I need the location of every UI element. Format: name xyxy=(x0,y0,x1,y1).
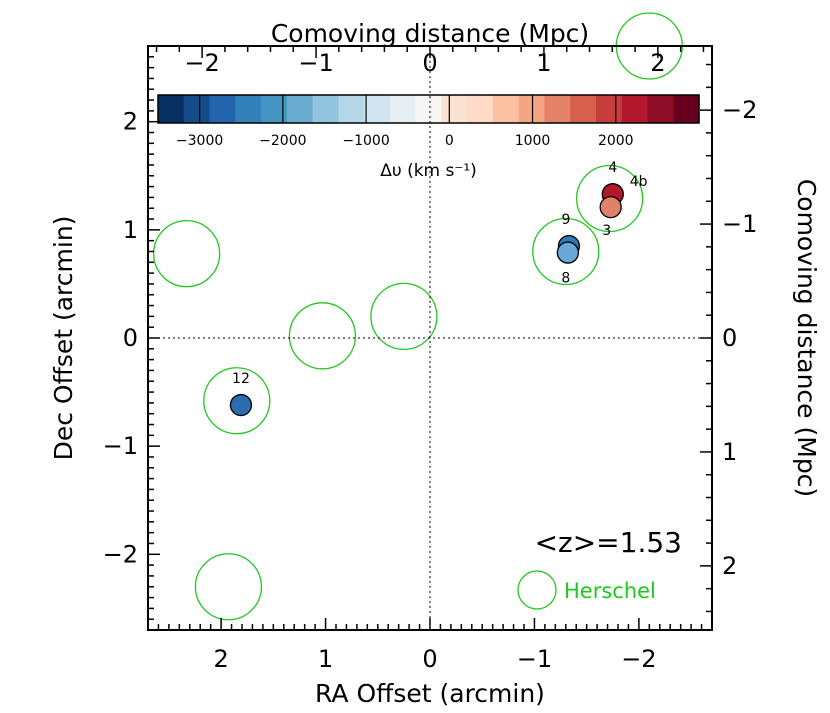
colorbar: −3000 −2000 −1000 0 1000 2000 Δυ (km s⁻¹) xyxy=(157,94,700,181)
colorbar-cell xyxy=(544,95,571,123)
top-tick-label: 0 xyxy=(422,49,437,77)
colorbar-tick-label: 1000 xyxy=(515,133,551,149)
colorbar-tick-label: 0 xyxy=(445,133,454,149)
source-label-12: 12 xyxy=(232,371,250,387)
y-tick-label: −1 xyxy=(103,432,138,460)
herschel-circles xyxy=(152,12,683,621)
top-tick-label: 1 xyxy=(536,49,551,77)
x-tick-label: 2 xyxy=(213,645,228,673)
x-axis-title: RA Offset (arcmin) xyxy=(315,679,545,708)
x-tick-label: 1 xyxy=(318,645,333,673)
y-tick-label: 2 xyxy=(123,108,138,136)
source-marker-12 xyxy=(229,393,253,417)
colorbar-cell xyxy=(415,95,442,123)
colorbar-label: Δυ (km s⁻¹) xyxy=(380,161,477,181)
x-tick-label: 0 xyxy=(422,645,437,673)
colorbar-cell xyxy=(183,95,211,123)
herschel-circle xyxy=(532,217,600,286)
herschel-circle xyxy=(194,553,263,621)
source-label-4: 4 xyxy=(608,160,617,176)
colorbar-cell xyxy=(441,95,468,123)
source-marker-8 xyxy=(556,241,580,264)
y-tick-label: 1 xyxy=(123,216,138,244)
x-tick-label: −1 xyxy=(517,645,552,673)
colorbar-tick-label: −2000 xyxy=(259,133,306,149)
sources: 4 4b 3 9 8 12 xyxy=(229,160,648,417)
herschel-circle xyxy=(288,302,357,370)
colorbar-cell xyxy=(286,95,314,123)
right-tick-label: 2 xyxy=(722,552,737,580)
colorbar-cell xyxy=(312,95,339,123)
right-tick-label: −1 xyxy=(722,210,757,238)
colorbar-cell xyxy=(492,95,520,123)
colorbar-tick-label: −1000 xyxy=(342,133,389,149)
top-axis-title: Comoving distance (Mpc) xyxy=(271,19,589,48)
colorbar-cell xyxy=(261,95,288,123)
source-label-8: 8 xyxy=(561,271,570,287)
legend: Herschel xyxy=(517,570,656,610)
colorbar-tick-label: −3000 xyxy=(176,133,223,149)
right-tick-label: 1 xyxy=(722,438,737,466)
colorbar-frame xyxy=(157,94,700,124)
y-tick-label: 0 xyxy=(123,324,138,352)
herschel-circle xyxy=(152,219,221,288)
colorbar-cell xyxy=(595,95,623,123)
colorbar-cell xyxy=(570,95,597,123)
right-tick-label: −2 xyxy=(722,96,757,124)
source-label-4b: 4b xyxy=(630,174,648,190)
legend-label-herschel: Herschel xyxy=(564,579,656,603)
colorbar-cell xyxy=(364,95,391,123)
colorbar-cell xyxy=(621,95,649,123)
colorbar-cell xyxy=(518,95,546,123)
source-label-3: 3 xyxy=(602,223,611,239)
top-tick-label: −2 xyxy=(184,49,219,77)
y-tick-label: −2 xyxy=(103,540,138,568)
redshift-annotation: <z>=1.53 xyxy=(535,526,682,559)
top-tick-label: −1 xyxy=(298,49,333,77)
colorbar-cell xyxy=(673,95,700,123)
y-axis-title: Dec Offset (arcmin) xyxy=(49,216,78,461)
zero-lines xyxy=(148,46,712,630)
herschel-circle xyxy=(370,282,438,351)
top-tick-label: 2 xyxy=(650,49,665,77)
colorbar-cell xyxy=(338,95,365,123)
colorbar-tick-label: 2000 xyxy=(598,133,634,149)
herschel-circle xyxy=(203,367,271,435)
right-tick-label: 0 xyxy=(722,324,737,352)
x-tick-label: −2 xyxy=(621,645,656,673)
source-marker-3 xyxy=(599,195,622,219)
colorbar-cell xyxy=(158,95,185,123)
source-label-9: 9 xyxy=(561,212,570,228)
right-axis-title: Comoving distance (Mpc) xyxy=(792,179,821,497)
colorbar-cell xyxy=(389,95,417,123)
herschel-circle xyxy=(575,164,644,233)
colorbar-cell xyxy=(235,95,262,123)
colorbar-cell xyxy=(209,95,236,123)
colorbar-cell xyxy=(467,95,494,123)
colorbar-cell xyxy=(647,95,674,123)
legend-marker-herschel xyxy=(517,570,557,610)
